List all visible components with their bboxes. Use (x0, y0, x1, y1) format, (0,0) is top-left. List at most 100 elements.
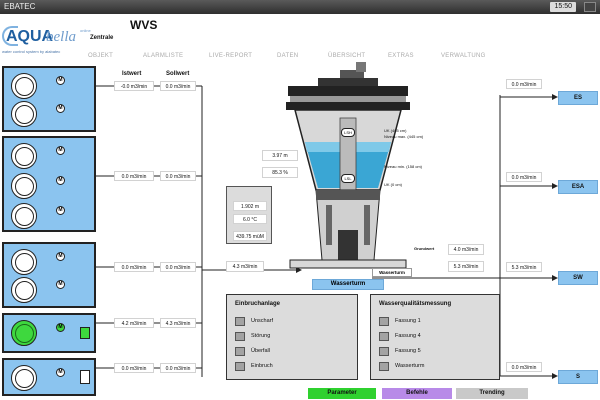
pump-icon[interactable] (11, 173, 37, 199)
logo: AQUA bella online water control system b… (0, 22, 92, 62)
pump-icon[interactable] (11, 73, 37, 99)
status-indicator (235, 362, 245, 371)
output-esa-value: 0.0 m3/min (506, 172, 542, 182)
wasserqualitaet-title: Wasserqualitätsmessung (379, 301, 452, 307)
info-value-3: 439.75 müM (233, 231, 267, 241)
sollwert-3[interactable]: 0.0 m3/min (160, 262, 196, 272)
output-es-tag[interactable]: ES (558, 91, 598, 105)
pump-group-2[interactable]: M M M (2, 136, 96, 232)
pump-group-4[interactable]: M (2, 313, 96, 353)
info-value-1: 1.902 m (233, 201, 267, 211)
page-title: WVS (130, 18, 158, 32)
menu-icon[interactable] (584, 2, 596, 12)
output-es-value: 0.0 m3/min (506, 79, 542, 89)
pump-icon[interactable] (11, 249, 37, 275)
status-label: Einbruch (251, 363, 273, 369)
nav-verwaltung[interactable]: VERWALTUNG (441, 53, 486, 59)
pump-icon[interactable] (11, 101, 37, 127)
status-label: Störung (251, 333, 271, 339)
lsl-sensor: LSL (341, 174, 355, 183)
nav-objekt[interactable]: OBJEKT (88, 53, 114, 59)
status-label: Wasserturm (395, 363, 425, 369)
niveau-max-label: Niveau max. (445 cm) (384, 134, 424, 139)
info-box: 1.902 m 6.0 °C 439.75 müM (226, 186, 272, 244)
uk-top-label: UK (485 cm) (384, 128, 407, 133)
tower-name-tag[interactable]: Wasserturm (312, 279, 384, 290)
istwert-5: 0.0 m3/min (114, 363, 154, 373)
main-nav: OBJEKT ALARMLISTE LIVE-REPORT DATEN ÜBER… (88, 53, 600, 61)
istwert-header: Istwert (122, 71, 142, 77)
niveau-min-label: Niveau min. (158 cm) (384, 164, 423, 169)
sollwert-4[interactable]: 4.3 m3/min (160, 318, 196, 328)
pump-group-1[interactable]: M M (2, 66, 96, 132)
status-indicator (379, 317, 389, 326)
output-sw-value: 5.3 m3/min (506, 262, 542, 272)
valve-icon[interactable]: M (56, 280, 65, 289)
pump-icon[interactable] (11, 277, 37, 303)
valve-icon[interactable]: M (56, 76, 65, 85)
einbruch-title: Einbruchanlage (235, 301, 281, 307)
status-label: Überfall (251, 348, 270, 354)
output-s-tag[interactable]: S (558, 370, 598, 384)
sollwert-2[interactable]: 0.0 m3/min (160, 171, 196, 181)
istwert-4: 4.2 m3/min (114, 318, 154, 328)
status-indicator (235, 347, 245, 356)
level-m-value: 3.97 m (262, 150, 298, 161)
info-value-2: 6.0 °C (233, 214, 267, 224)
sollwert-header: Sollwert (166, 71, 190, 77)
flow-meter-icon (80, 370, 90, 384)
einbruch-panel: Einbruchanlage Unscharf Störung Überfall… (226, 294, 358, 380)
outflow-b-value: 5.3 m3/min (448, 261, 484, 272)
pump-icon[interactable] (11, 143, 37, 169)
sollwert-1[interactable]: 0.0 m3/min (160, 81, 196, 91)
pump-running-icon[interactable] (11, 320, 37, 346)
pump-group-5[interactable]: M (2, 358, 96, 396)
top-bar: EBATEC 15:50 (0, 0, 600, 14)
sollwert-5[interactable]: 0.0 m3/min (160, 363, 196, 373)
status-label: Unscharf (251, 318, 274, 324)
grundwert-label: Grundwert (414, 246, 435, 251)
app-name: EBATEC (4, 2, 36, 11)
pump-icon[interactable] (11, 365, 37, 391)
nav-live-report[interactable]: LIVE-REPORT (209, 53, 253, 59)
valve-icon[interactable]: M (56, 206, 65, 215)
valve-icon[interactable]: M (56, 176, 65, 185)
status-label: Fassung 4 (395, 333, 421, 339)
trending-button[interactable]: Trending (456, 388, 528, 399)
logo-tagline: water control system by alabatec (2, 49, 61, 54)
output-esa-tag[interactable]: ESA (558, 180, 598, 194)
status-indicator (379, 362, 389, 371)
tower-base-label: Wasserturm (372, 268, 412, 277)
lsh-sensor: LSH (341, 128, 355, 137)
nav-daten[interactable]: DATEN (277, 53, 299, 59)
wasserqualitaet-panel: Wasserqualitätsmessung Fassung 1 Fassung… (370, 294, 500, 380)
nav-uebersicht[interactable]: ÜBERSICHT (328, 53, 366, 59)
valve-icon[interactable]: M (56, 252, 65, 261)
level-pct-value: 85.3 % (262, 167, 298, 178)
valve-icon[interactable]: M (56, 146, 65, 155)
outflow-a-value: 4.0 m3/min (448, 244, 484, 255)
valve-open-icon[interactable]: M (56, 323, 65, 332)
page-subtitle: Zentrale (90, 35, 114, 41)
status-indicator (235, 332, 245, 341)
befehle-button[interactable]: Befehle (382, 388, 452, 399)
pump-icon[interactable] (11, 203, 37, 229)
status-label: Fassung 1 (395, 318, 421, 324)
status-indicator (379, 347, 389, 356)
logo-online: online (80, 28, 91, 33)
status-indicator (379, 332, 389, 341)
valve-icon[interactable]: M (56, 104, 65, 113)
nav-alarmliste[interactable]: ALARMLISTE (143, 53, 184, 59)
inflow-value: 4.3 m3/min (226, 261, 264, 272)
logo-swoosh-icon (2, 26, 18, 46)
water-tower-graphic (286, 62, 410, 269)
status-indicator (235, 317, 245, 326)
valve-icon[interactable]: M (56, 368, 65, 377)
output-sw-tag[interactable]: SW (558, 271, 598, 285)
status-label: Fassung 5 (395, 348, 421, 354)
pump-group-3[interactable]: M M (2, 242, 96, 308)
istwert-3: 0.0 m3/min (114, 262, 154, 272)
parameter-button[interactable]: Parameter (308, 388, 376, 399)
nav-extras[interactable]: EXTRAS (388, 53, 414, 59)
